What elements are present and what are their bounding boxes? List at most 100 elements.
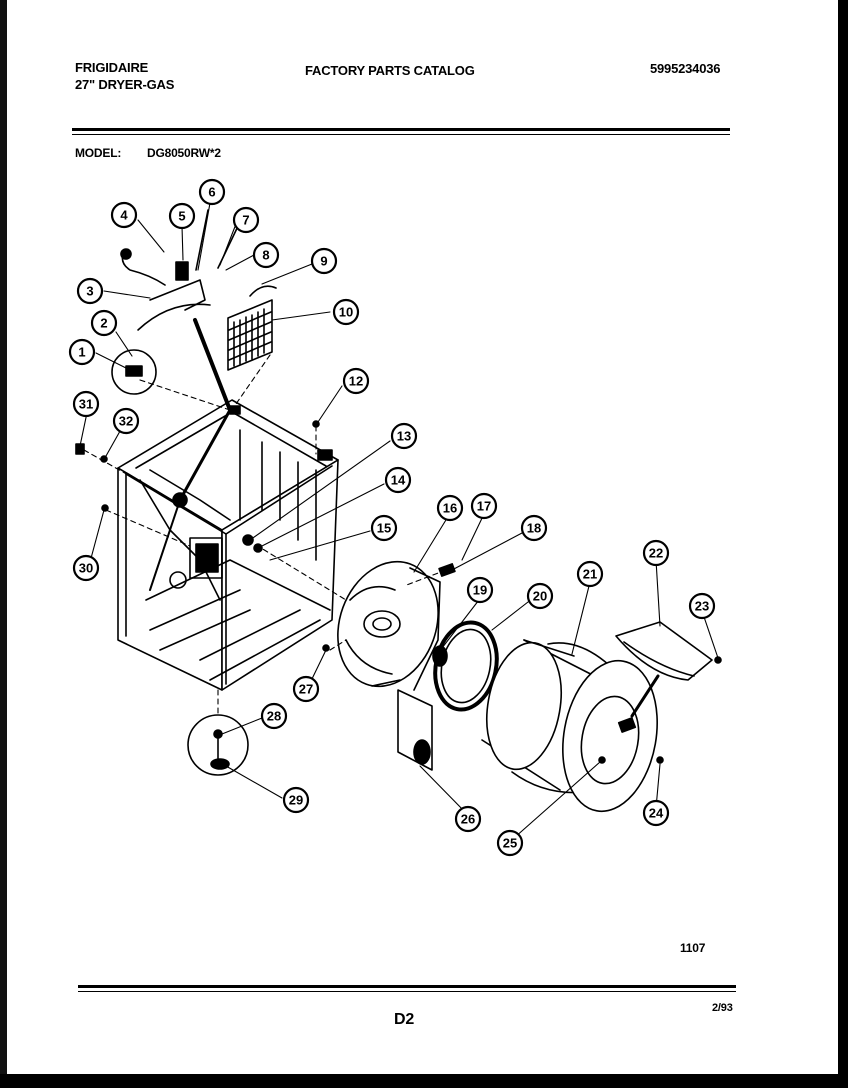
- callout-circle: [342, 367, 370, 395]
- callout-28: 28: [260, 702, 288, 730]
- figure-number: 1107: [680, 941, 706, 955]
- model-label: MODEL:: [75, 146, 122, 160]
- callout-circle: [688, 592, 716, 620]
- callout-3: 3: [76, 277, 104, 305]
- callout-25: 25: [496, 829, 524, 857]
- cabinet-drawing: [117, 318, 339, 691]
- callout-number: 16: [443, 501, 457, 516]
- detail-circle-upper: [111, 349, 157, 395]
- callout-circle: [310, 247, 338, 275]
- callout-circle: [110, 201, 138, 229]
- callout-7: 7: [232, 206, 260, 234]
- callout-22: 22: [642, 539, 670, 567]
- callout-18: 18: [520, 514, 548, 542]
- callout-number: 9: [320, 254, 327, 269]
- callout-12: 12: [342, 367, 370, 395]
- callout-number: 15: [377, 521, 391, 536]
- callout-26: 26: [454, 805, 482, 833]
- callout-19: 19: [466, 576, 494, 604]
- callout-circle: [282, 786, 310, 814]
- callout-number: 4: [120, 208, 128, 223]
- top-bracket-drawing: [120, 209, 241, 331]
- leader-lines: [79, 202, 719, 839]
- detail-circle-lower: [187, 714, 249, 776]
- callout-circle: [390, 422, 418, 450]
- callout-circle: [292, 675, 320, 703]
- callout-number: 19: [473, 583, 487, 598]
- callout-circle: [198, 178, 226, 206]
- callout-number: 26: [461, 812, 475, 827]
- scan-border-left: [0, 0, 7, 1088]
- callout-4: 4: [110, 201, 138, 229]
- callout-number: 3: [86, 284, 93, 299]
- callout-circle: [332, 298, 360, 326]
- callout-30: 30: [72, 554, 100, 582]
- callout-circle: [642, 799, 670, 827]
- callout-9: 9: [310, 247, 338, 275]
- callout-number: 6: [208, 185, 215, 200]
- callout-27: 27: [292, 675, 320, 703]
- scan-border-right: [838, 0, 848, 1088]
- callout-circle: [370, 514, 398, 542]
- callout-16: 16: [436, 494, 464, 522]
- callout-circle: [112, 407, 140, 435]
- callout-8: 8: [252, 241, 280, 269]
- callout-circle: [72, 390, 100, 418]
- callout-circle: [470, 492, 498, 520]
- callout-number: 21: [583, 567, 597, 582]
- callout-number: 7: [242, 213, 249, 228]
- callout-29: 29: [282, 786, 310, 814]
- front-bulkhead-drawing: [337, 560, 441, 691]
- footer-rule-thick: [78, 985, 736, 988]
- callout-21: 21: [576, 560, 604, 588]
- callout-15: 15: [370, 514, 398, 542]
- header-rule-thick: [72, 128, 730, 131]
- front-panel-drawing: [397, 689, 433, 771]
- footer-rule-thin: [78, 991, 736, 992]
- callout-number: 13: [397, 429, 411, 444]
- drum-drawing: [481, 639, 658, 813]
- lint-filter-drawing: [227, 285, 277, 371]
- callout-circle: [466, 576, 494, 604]
- callout-23: 23: [688, 592, 716, 620]
- callout-number: 10: [339, 305, 353, 320]
- callout-number: 18: [527, 521, 541, 536]
- callout-circle: [520, 514, 548, 542]
- callout-20: 20: [526, 582, 554, 610]
- callout-number: 24: [649, 806, 664, 821]
- callout-circle: [436, 494, 464, 522]
- callout-circle: [252, 241, 280, 269]
- baffle-drawing: [615, 621, 713, 718]
- product-name: 27" DRYER-GAS: [75, 77, 175, 92]
- model-value: DG8050RW*2: [147, 146, 221, 160]
- callout-14: 14: [384, 466, 412, 494]
- callout-circle: [168, 202, 196, 230]
- callout-circle: [496, 829, 524, 857]
- callout-number: 20: [533, 589, 547, 604]
- callout-17: 17: [470, 492, 498, 520]
- callout-24: 24: [642, 799, 670, 827]
- callout-circle: [68, 338, 96, 366]
- callout-number: 5: [178, 209, 185, 224]
- callout-number: 17: [477, 499, 491, 514]
- catalog-number: 5995234036: [650, 61, 721, 76]
- callout-number: 29: [289, 793, 303, 808]
- callout-circle: [454, 805, 482, 833]
- callout-number: 27: [299, 682, 313, 697]
- callout-number: 14: [391, 473, 406, 488]
- revision-date: 2/93: [712, 1002, 733, 1014]
- callout-circle: [76, 277, 104, 305]
- callout-5: 5: [168, 202, 196, 230]
- callout-10: 10: [332, 298, 360, 326]
- callout-32: 32: [112, 407, 140, 435]
- callout-number: 1: [78, 345, 85, 360]
- callout-number: 28: [267, 709, 281, 724]
- callout-circle: [642, 539, 670, 567]
- scan-border-bottom: [0, 1074, 848, 1088]
- callout-number: 8: [262, 248, 269, 263]
- callout-31: 31: [72, 390, 100, 418]
- callout-circle: [384, 466, 412, 494]
